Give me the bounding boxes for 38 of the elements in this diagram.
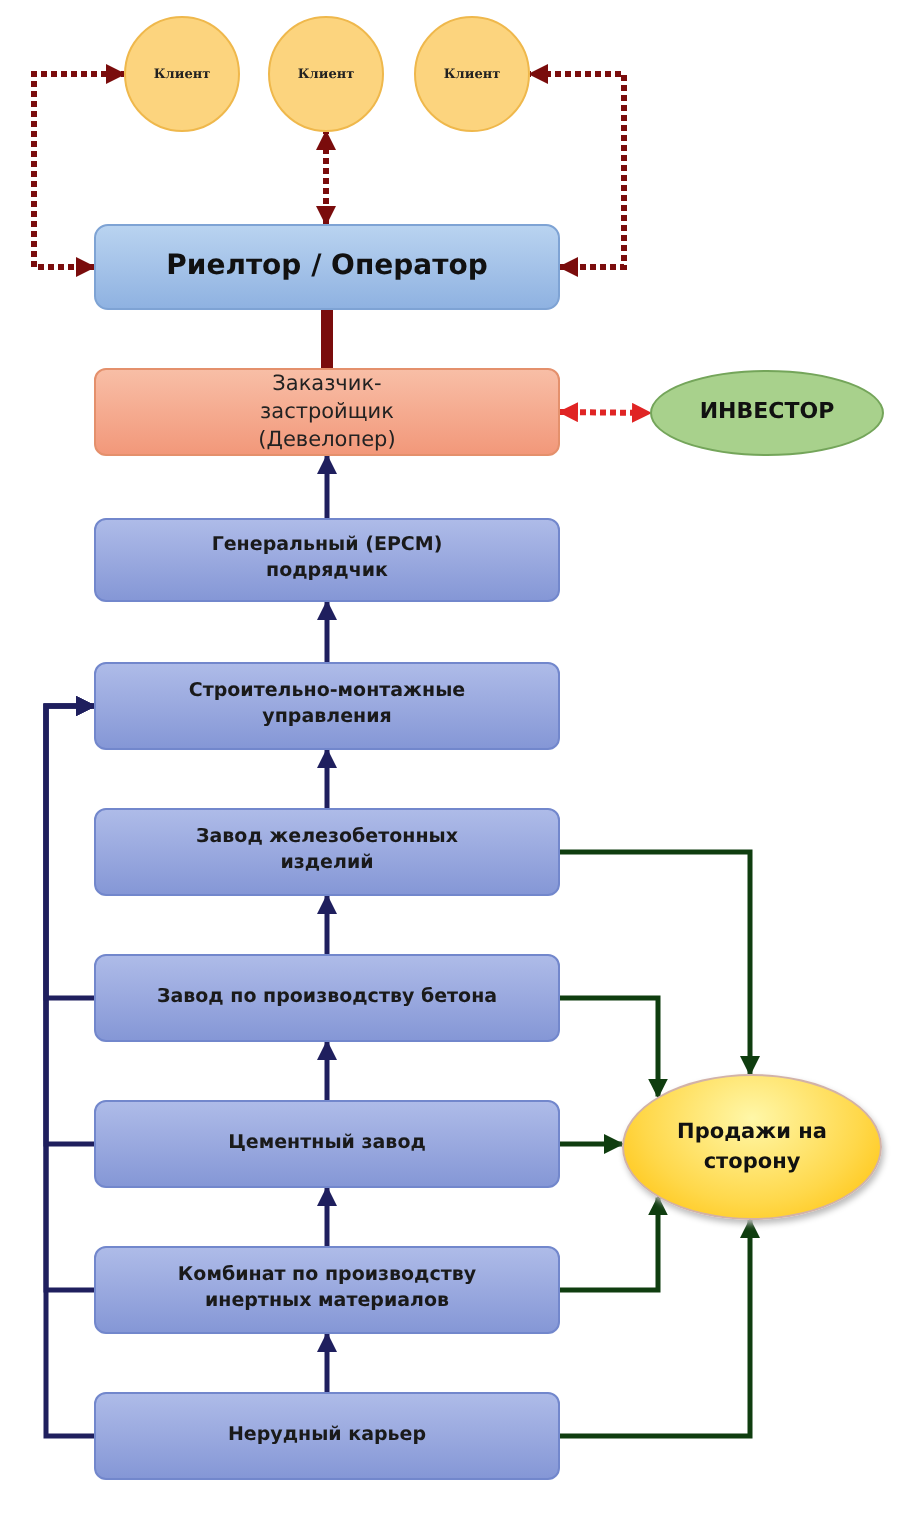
node-label: Генеральный (EPCM) подрядчик: [209, 534, 445, 586]
node-label: Строительно-монтажные управления: [186, 680, 468, 732]
arrow: [560, 849, 760, 1076]
process-box: [94, 954, 560, 1042]
connector-line: [321, 310, 333, 368]
node-label: Заказчик-застройщик (Девелопер): [256, 369, 398, 455]
arrow: [560, 1195, 668, 1293]
arrow: [560, 1218, 760, 1439]
process-box: [94, 1246, 560, 1334]
process-box: [94, 518, 560, 602]
node-label: Завод по производству бетона: [156, 985, 498, 1011]
process-box: [94, 662, 560, 750]
node-label: Продажи на сторону: [675, 1118, 829, 1176]
arrow: [43, 696, 96, 1001]
process-box: [94, 808, 560, 896]
arrow: [528, 64, 627, 277]
process-box: [94, 1392, 560, 1480]
arrow: [317, 454, 337, 518]
node-label: Комбинат по производству инертных материалов: [175, 1264, 479, 1316]
arrow: [317, 600, 337, 662]
node-label: Цементный завод: [228, 1131, 426, 1157]
arrow: [558, 402, 652, 423]
developer-box: [94, 368, 560, 456]
node-label: Завод железобетонных изделий: [194, 826, 460, 878]
arrow: [560, 1134, 624, 1154]
arrow: [317, 748, 337, 808]
arrow: [31, 64, 126, 277]
node-label: ИНВЕСТОР: [699, 398, 835, 428]
realtor-box: [94, 224, 560, 310]
arrow: [317, 1186, 337, 1246]
node-label: Риелтор / Оператор: [166, 248, 488, 286]
arrow: [560, 995, 668, 1099]
node-label: Нерудный карьер: [227, 1423, 427, 1449]
process-box: [94, 1100, 560, 1188]
arrow: [317, 894, 337, 954]
arrow: [317, 1040, 337, 1100]
arrow: [317, 1332, 337, 1392]
arrow: [316, 130, 336, 226]
